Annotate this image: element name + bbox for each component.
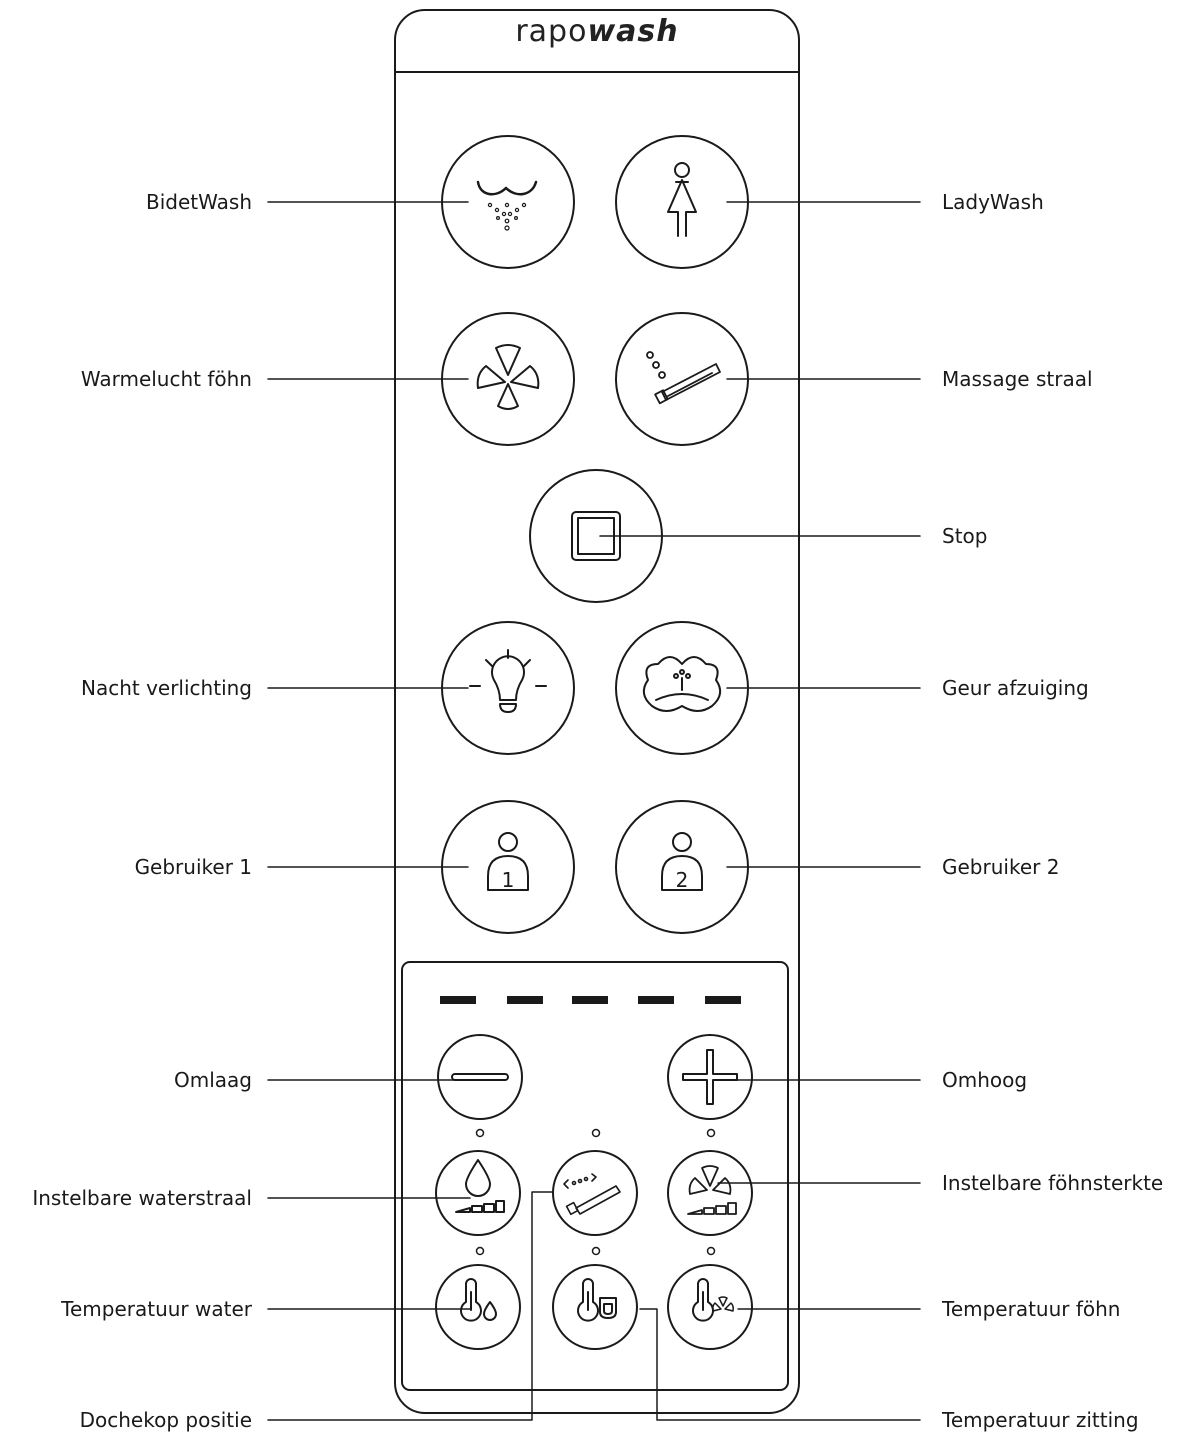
label-massage: Massage straal xyxy=(942,367,1093,391)
waterstraal-button[interactable] xyxy=(435,1150,521,1236)
label-nacht: Nacht verlichting xyxy=(80,676,252,700)
nacht-button[interactable] xyxy=(441,621,575,755)
level-led-4 xyxy=(638,996,674,1004)
level-led-3 xyxy=(572,996,608,1004)
level-led-5 xyxy=(705,996,741,1004)
omlaag-button[interactable] xyxy=(437,1034,523,1120)
bidet-icon xyxy=(476,180,538,231)
brand-part-2: wash xyxy=(587,14,679,49)
label-gebruiker1: Gebruiker 1 xyxy=(134,855,252,879)
plus-icon xyxy=(682,1049,738,1105)
thermometer-fan-icon xyxy=(692,1278,734,1322)
temp-water-button[interactable] xyxy=(435,1264,521,1350)
warmelucht-button[interactable] xyxy=(441,312,575,446)
temp-fohn-button[interactable] xyxy=(667,1264,753,1350)
nozzle-position-icon xyxy=(563,1173,621,1216)
gebruiker1-button[interactable] xyxy=(441,800,575,934)
omhoog-button[interactable] xyxy=(667,1034,753,1120)
fohnsterkte-button[interactable] xyxy=(667,1150,753,1236)
brand-logo: rapowash xyxy=(395,14,799,49)
label-geur: Geur afzuiging xyxy=(942,676,1089,700)
geur-button[interactable] xyxy=(615,621,749,755)
label-temp-fohn: Temperatuur föhn xyxy=(942,1297,1121,1321)
user2-icon xyxy=(661,832,703,891)
massage-button[interactable] xyxy=(615,312,749,446)
label-omhoog: Omhoog xyxy=(942,1068,1028,1092)
lady-icon xyxy=(667,162,697,237)
user1-number: 1 xyxy=(502,868,515,892)
remote-body xyxy=(394,9,800,1414)
fan-icon xyxy=(476,344,540,410)
label-gebruiker2: Gebruiker 2 xyxy=(942,855,1060,879)
thermometer-seat-icon xyxy=(577,1278,617,1322)
label-warmelucht: Warmelucht föhn xyxy=(80,367,252,391)
fan-strength-icon xyxy=(687,1165,737,1215)
stop-icon xyxy=(571,511,621,561)
brand-part-1: rapo xyxy=(515,14,588,49)
gebruiker2-button[interactable] xyxy=(615,800,749,934)
callout-lines xyxy=(267,201,921,1421)
label-fohnsterkte: Instelbare föhnsterkte xyxy=(942,1171,1164,1195)
level-led-2 xyxy=(507,996,543,1004)
ladywash-button[interactable] xyxy=(615,135,749,269)
label-bidetwash: BidetWash xyxy=(146,190,252,214)
level-indicator xyxy=(440,996,741,1004)
label-waterstraal: Instelbare waterstraal xyxy=(32,1186,252,1210)
water-drop-icon xyxy=(455,1159,505,1213)
label-douchekop: Dochekop positie xyxy=(79,1408,252,1432)
label-omlaag: Omlaag xyxy=(174,1068,252,1092)
user2-number: 2 xyxy=(676,868,689,892)
settings-panel xyxy=(401,961,789,1391)
lightbulb-icon xyxy=(469,649,547,713)
label-ladywash: LadyWash xyxy=(942,190,1044,214)
douchekop-button[interactable] xyxy=(552,1150,638,1236)
stop-button[interactable] xyxy=(529,469,663,603)
flower-icon xyxy=(642,656,722,712)
label-stop: Stop xyxy=(942,524,988,548)
thermometer-water-icon xyxy=(460,1278,497,1322)
minus-icon xyxy=(451,1073,509,1081)
label-temp-water: Temperatuur water xyxy=(61,1297,252,1321)
level-led-1 xyxy=(440,996,476,1004)
label-temp-zitting: Temperatuur zitting xyxy=(942,1408,1139,1432)
indicator-dots xyxy=(475,1128,716,1256)
temp-zitting-button[interactable] xyxy=(552,1264,638,1350)
user1-icon xyxy=(487,832,529,891)
massage-icon xyxy=(646,351,721,405)
bidetwash-button[interactable] xyxy=(441,135,575,269)
